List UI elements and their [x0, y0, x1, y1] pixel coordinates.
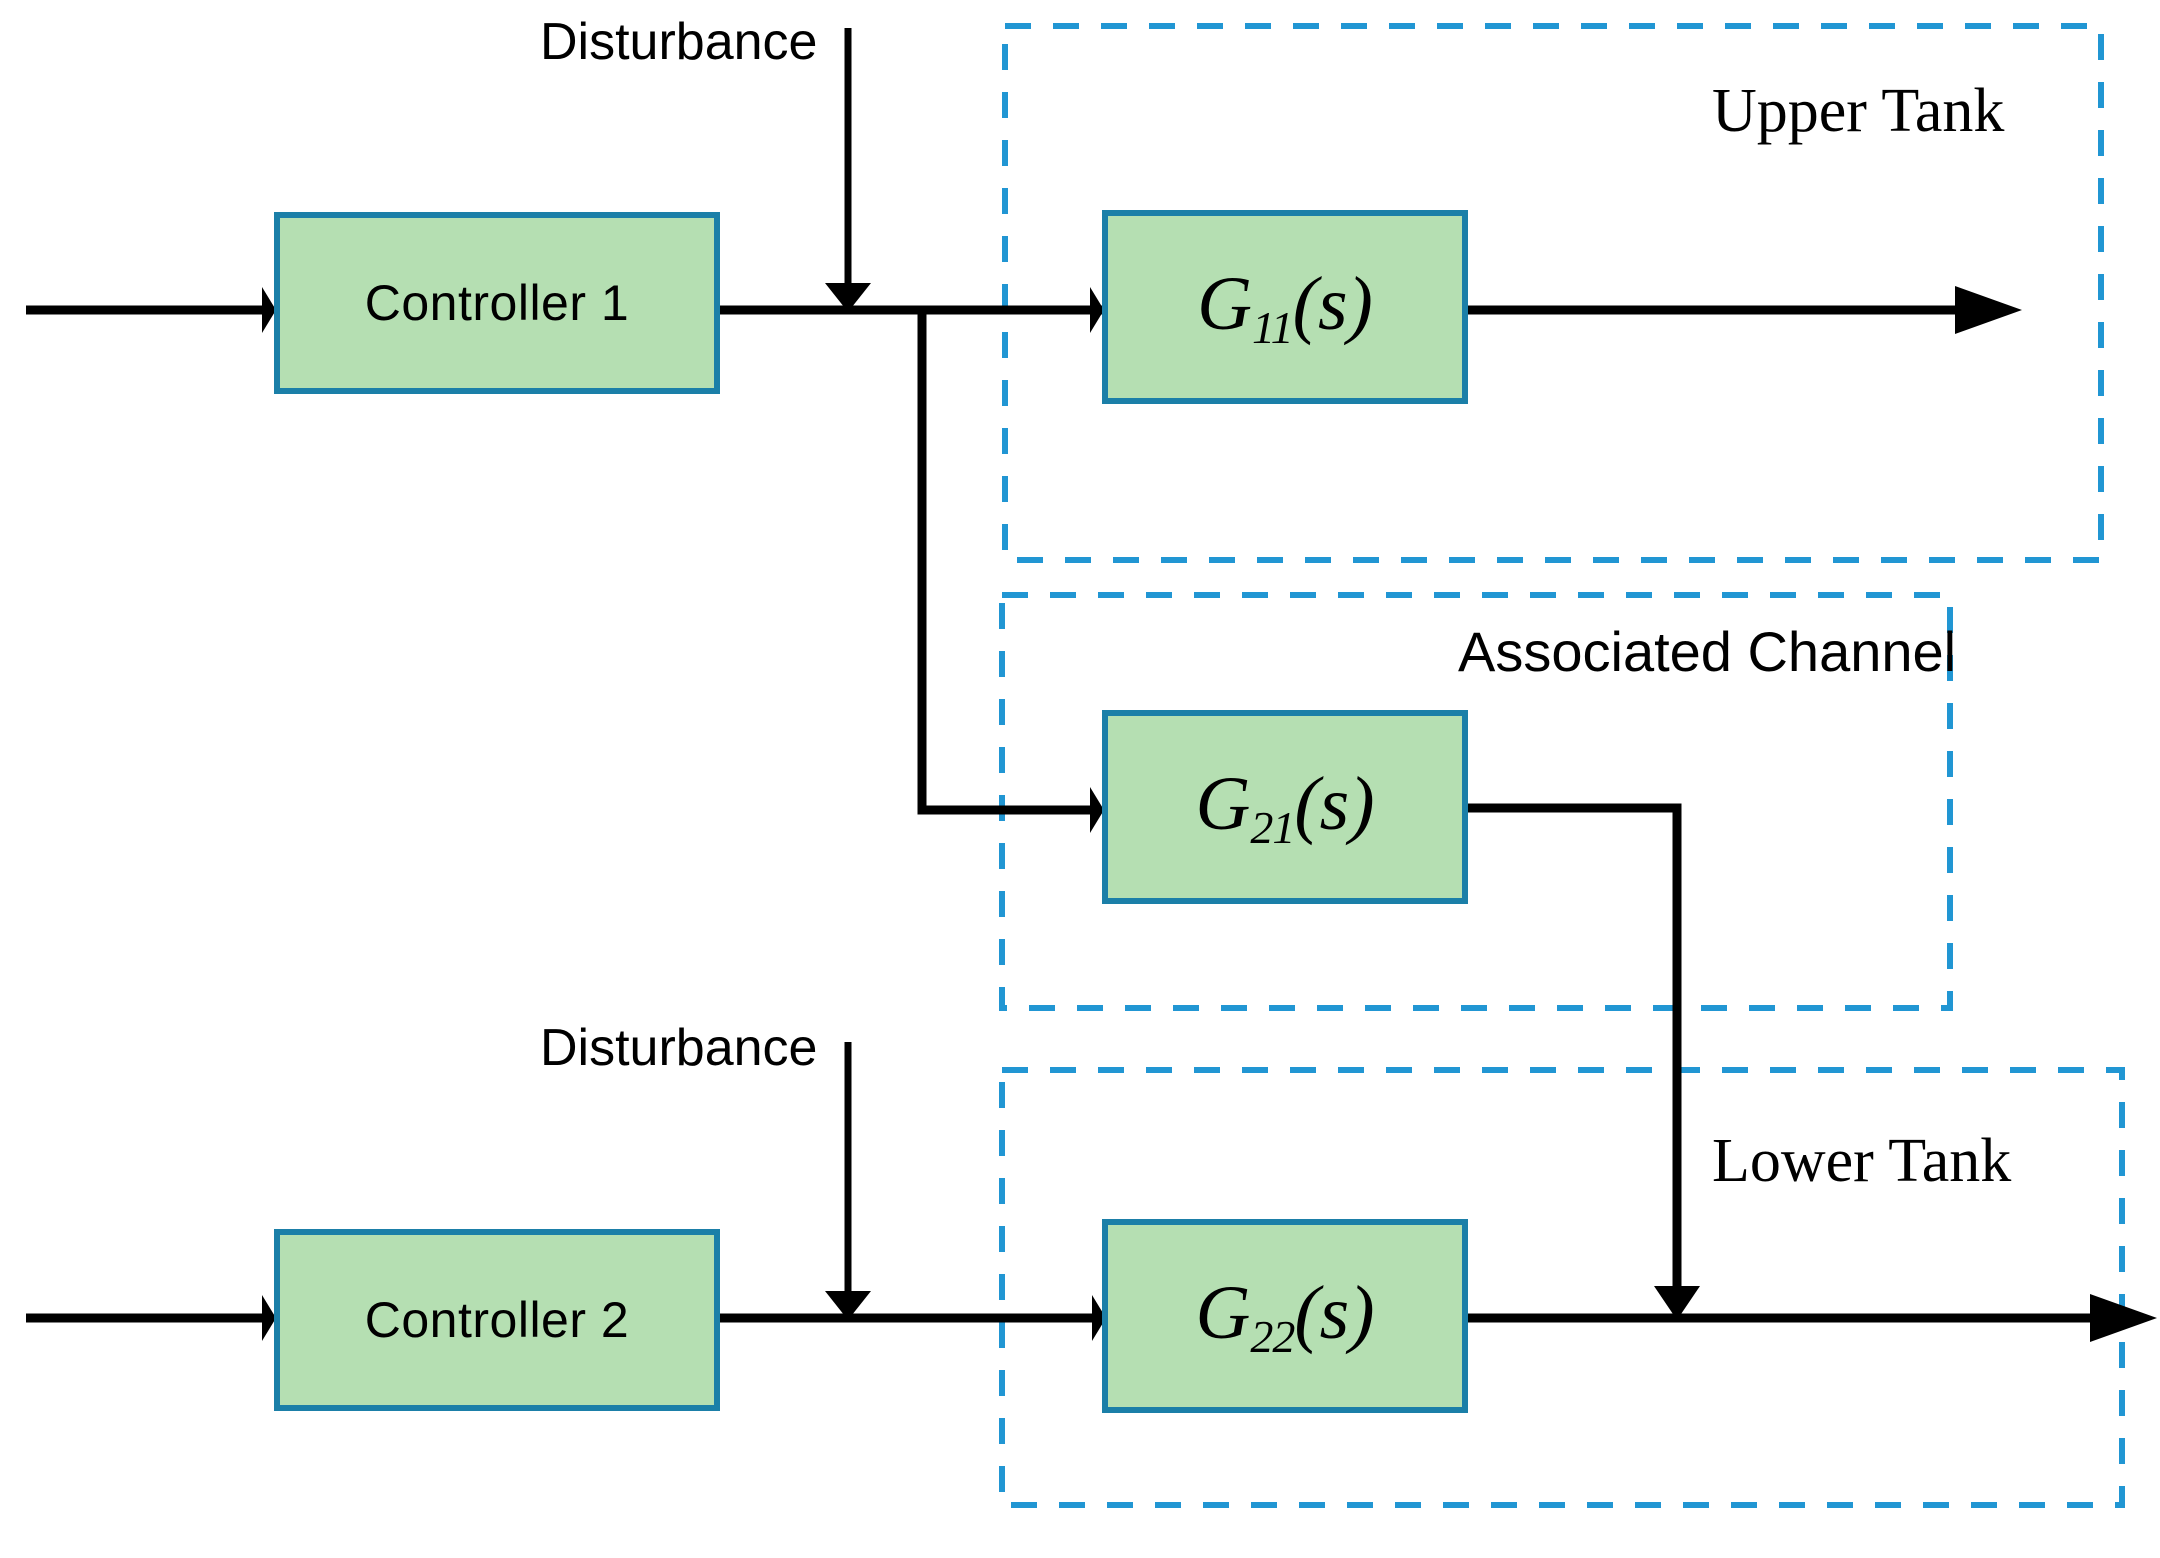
- controller2-label-wrap: Controller 2: [277, 1232, 717, 1408]
- g11-subscript: 11: [1252, 301, 1294, 353]
- controller1-block[interactable]: [274, 212, 720, 394]
- arrowhead-into-g11: [1090, 287, 1104, 333]
- g22-block[interactable]: [1102, 1219, 1468, 1413]
- arrowhead-into-g21: [1090, 787, 1104, 833]
- associated-channel-region: [999, 592, 1953, 1011]
- g21-block[interactable]: [1102, 710, 1468, 904]
- controller1-label-wrap: Controller 1: [277, 215, 717, 391]
- g21-label: G21(s): [1195, 761, 1374, 854]
- wire-branch-to-g21: [917, 312, 1090, 815]
- g22-argument: (s): [1294, 1270, 1375, 1355]
- arrowhead-disturbance2: [825, 1291, 871, 1320]
- disturbance-2-label: Disturbance: [540, 1019, 818, 1077]
- g11-argument: (s): [1292, 261, 1373, 346]
- g11-block[interactable]: [1102, 210, 1468, 404]
- g11-symbol: G: [1197, 261, 1253, 346]
- controller1-label: Controller 1: [364, 275, 630, 331]
- g21-argument: (s): [1294, 761, 1375, 846]
- arrowhead-disturbance1: [825, 283, 871, 312]
- upper-tank-label: Upper Tank: [1712, 77, 2005, 145]
- g21-label-wrap: G21(s): [1105, 713, 1465, 901]
- arrowhead-g11-out: [1955, 286, 2022, 334]
- g22-label: G22(s): [1195, 1270, 1374, 1363]
- wire-g21-out-to-lower: [1465, 803, 1682, 1290]
- arrowhead-ref-in-controller2: [262, 1295, 276, 1341]
- upper-tank-region: [1002, 23, 2104, 563]
- arrowhead-ref-in-controller1: [262, 287, 276, 333]
- associated-channel-label: Associated Channel: [1458, 620, 1957, 683]
- g22-label-wrap: G22(s): [1105, 1222, 1465, 1410]
- lower-tank-region: [999, 1067, 2125, 1508]
- g11-label: G11(s): [1197, 261, 1373, 354]
- g21-subscript: 21: [1250, 801, 1295, 853]
- arrowhead-into-g22: [1092, 1295, 1106, 1341]
- controller2-label: Controller 2: [364, 1292, 630, 1348]
- g11-label-wrap: G11(s): [1105, 213, 1465, 401]
- g22-symbol: G: [1195, 1270, 1251, 1355]
- lower-tank-label: Lower Tank: [1712, 1127, 2012, 1195]
- g21-symbol: G: [1195, 761, 1251, 846]
- g22-subscript: 22: [1250, 1310, 1295, 1362]
- controller2-block[interactable]: [274, 1229, 720, 1411]
- disturbance-1-label: Disturbance: [540, 13, 818, 71]
- arrowhead-g22-out: [2090, 1294, 2157, 1342]
- arrowhead-g21-into-lower-line: [1654, 1286, 1700, 1320]
